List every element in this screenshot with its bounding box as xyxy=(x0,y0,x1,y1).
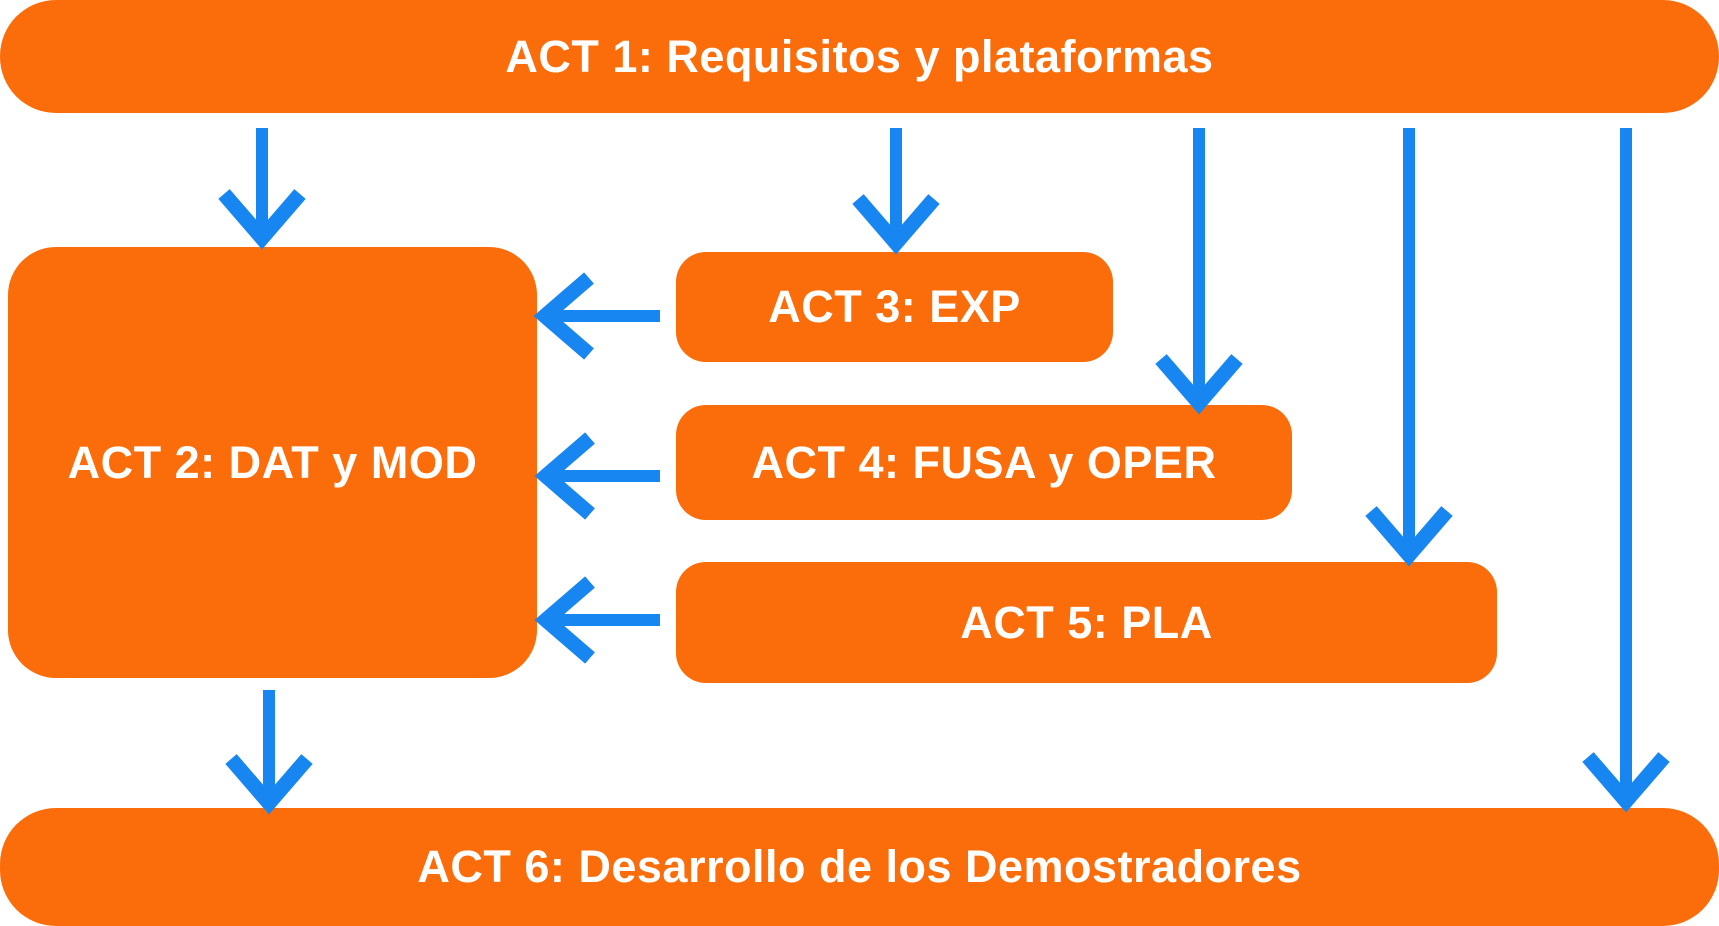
node-act3-label: ACT 3: EXP xyxy=(768,281,1021,332)
arrow-act1-to-act6 xyxy=(1582,128,1670,813)
arrow-act1-to-act4 xyxy=(1155,128,1243,415)
arrow-act1-to-act3 xyxy=(852,128,940,255)
node-act4-label: ACT 4: FUSA y OPER xyxy=(751,436,1217,488)
node-act5: ACT 5: PLA xyxy=(676,562,1497,683)
node-act5-label: ACT 5: PLA xyxy=(960,596,1213,648)
arrow-act5-to-act2 xyxy=(534,576,660,664)
node-act6-label: ACT 6: Desarrollo de los Demostradores xyxy=(417,841,1302,892)
arrow-act3-to-act2 xyxy=(533,272,660,360)
node-act4: ACT 4: FUSA y OPER xyxy=(676,405,1292,520)
node-act1-label: ACT 1: Requisitos y plataformas xyxy=(505,30,1214,82)
node-act1: ACT 1: Requisitos y plataformas xyxy=(0,0,1719,113)
arrow-act4-to-act2 xyxy=(534,432,660,520)
arrow-act1-to-act5 xyxy=(1365,128,1453,567)
arrow-act2-to-act6 xyxy=(225,690,313,815)
node-act3: ACT 3: EXP xyxy=(676,252,1113,362)
node-act2-label: ACT 2: DAT y MOD xyxy=(67,436,478,488)
node-act2: ACT 2: DAT y MOD xyxy=(8,247,537,678)
node-act6: ACT 6: Desarrollo de los Demostradores xyxy=(0,808,1719,926)
arrow-act1-to-act2 xyxy=(218,128,306,250)
